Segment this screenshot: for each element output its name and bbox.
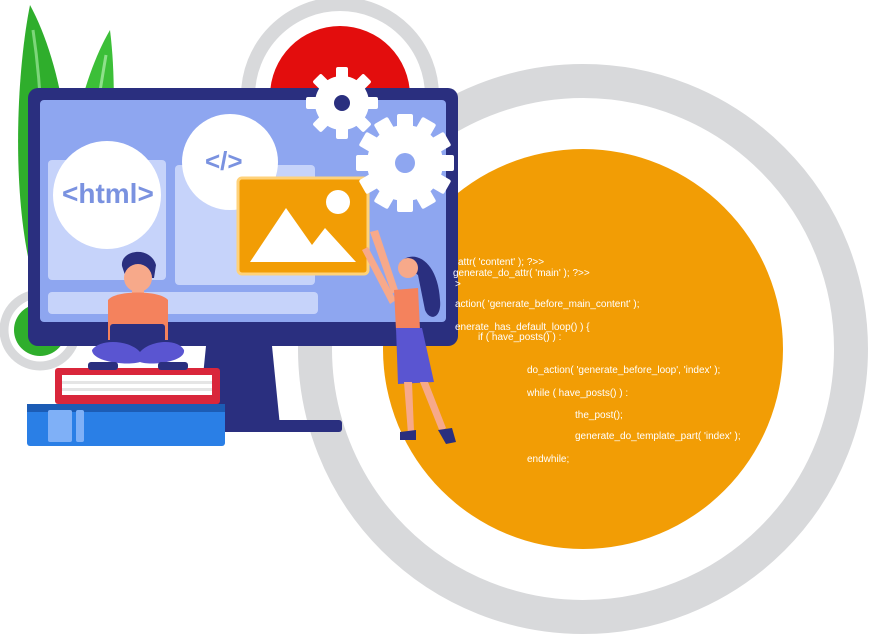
code-line: if ( have_posts() ) : — [478, 332, 562, 343]
code-tag-label: </> — [205, 146, 243, 176]
code-line: action( 'generate_before_main_content' )… — [455, 299, 640, 310]
orange-circle — [383, 149, 783, 549]
gear-icon — [306, 67, 378, 139]
large-gray-ring — [298, 64, 868, 634]
code-line: the_post(); — [575, 410, 623, 421]
html-tag-label: <html> — [62, 178, 154, 209]
code-line: generate_do_attr( 'main' ); ?>> — [453, 268, 590, 279]
sitting-man — [88, 251, 188, 370]
code-line: > — [455, 279, 461, 290]
code-line: enerate_has_default_loop() ) { — [455, 322, 590, 333]
book-stack — [27, 368, 225, 446]
code-line: attr( 'content' ); ?>> — [458, 257, 545, 268]
html-badge-circle — [53, 141, 161, 249]
code-line: do_action( 'generate_before_loop', 'inde… — [527, 365, 721, 376]
image-card — [236, 176, 370, 276]
code-line: endwhile; — [527, 454, 570, 465]
code-line: generate_do_template_part( 'index' ); — [575, 431, 741, 442]
standing-woman — [362, 230, 456, 444]
gear-icon — [356, 114, 454, 212]
code-line: while ( have_posts() ) : — [527, 388, 629, 399]
